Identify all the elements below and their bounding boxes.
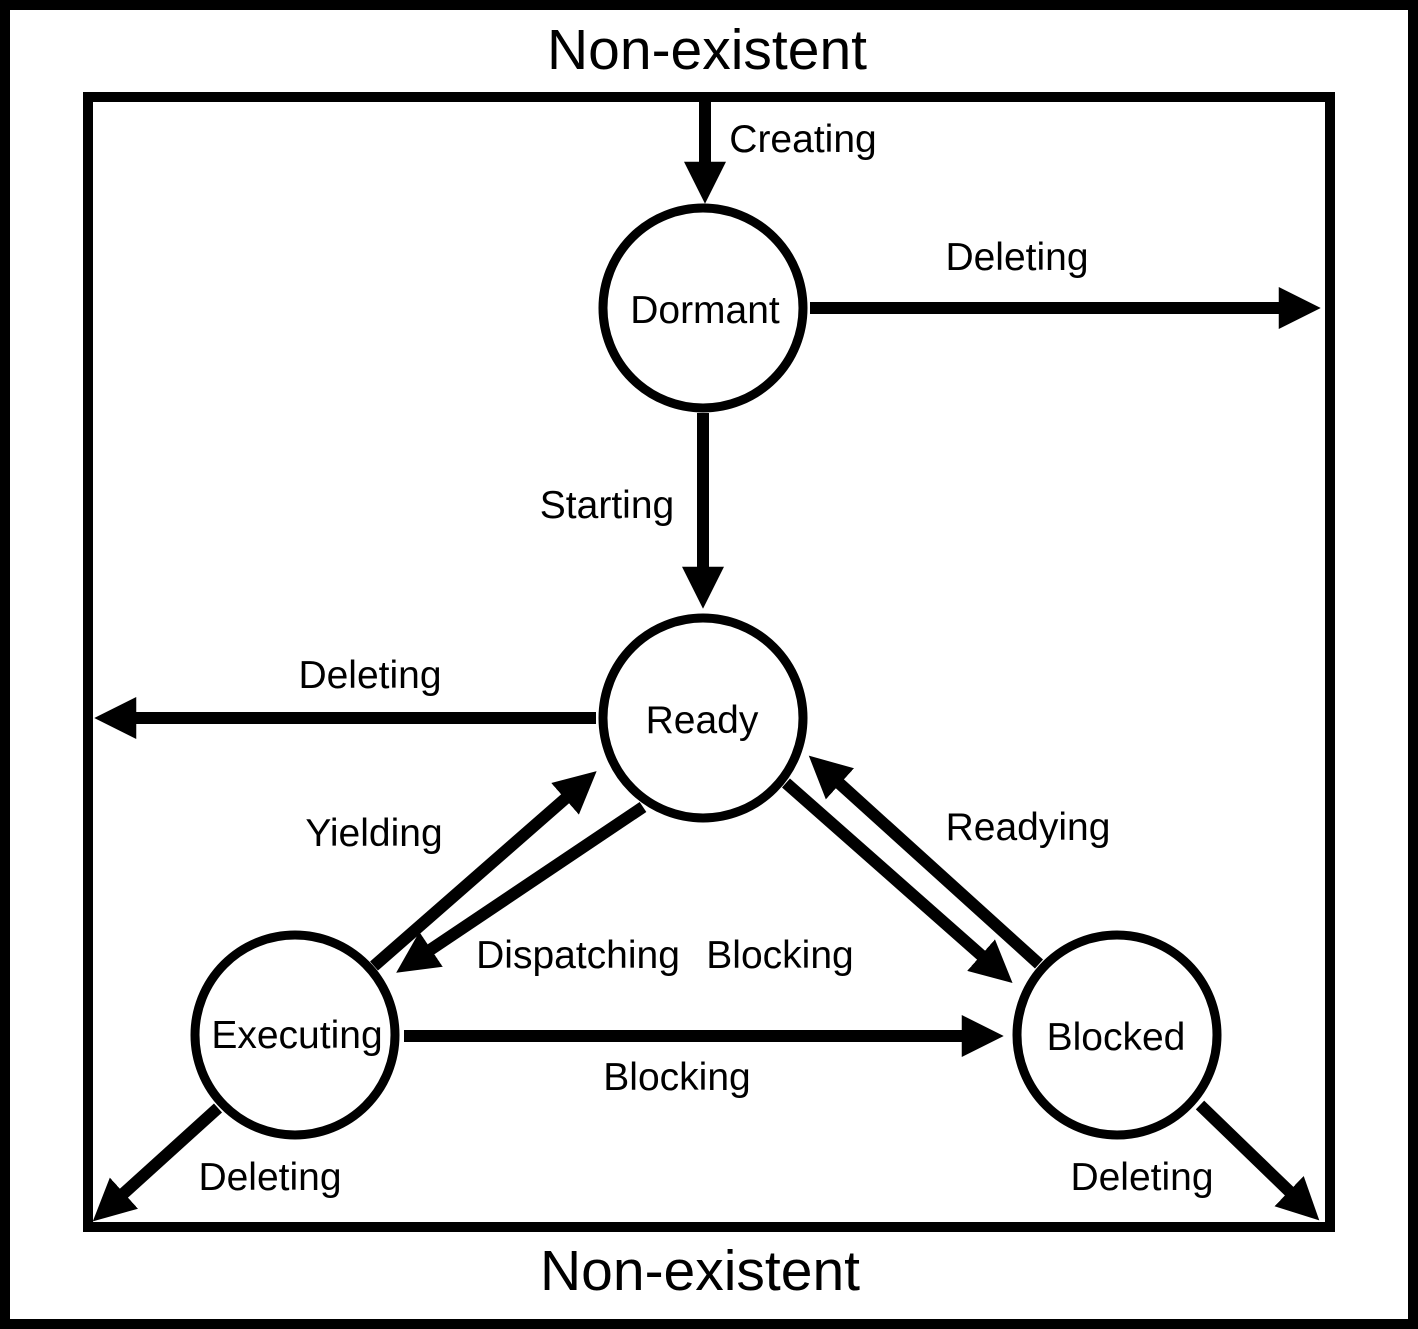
state-dormant-circle	[598, 203, 808, 413]
deleting-from-executing-label: Deleting	[198, 1156, 341, 1199]
deleting-from-ready-label: Deleting	[298, 654, 441, 697]
creating-label: Creating	[729, 118, 876, 161]
inner-boundary	[83, 92, 1335, 1232]
deleting-from-blocked-arrow	[1195, 1100, 1320, 1221]
deleting-from-blocked-label: Deleting	[1070, 1156, 1213, 1199]
state-blocked-circle	[1012, 930, 1222, 1140]
yielding-label: Yielding	[305, 812, 442, 855]
state-executing-circle	[190, 930, 400, 1140]
blocking-executing-to-blocked-label: Blocking	[603, 1056, 750, 1099]
deleting-from-executing-arrow	[92, 1103, 223, 1222]
blocking-ready-to-blocked-arrow	[782, 778, 1013, 983]
blocking-ready-to-blocked-label: Blocking	[706, 934, 853, 977]
state-executing-label: Executing	[211, 1014, 382, 1057]
state-dormant-label: Dormant	[630, 289, 780, 332]
dispatching-label: Dispatching	[476, 934, 680, 977]
state-ready-label: Ready	[646, 699, 759, 742]
state-blocked-label: Blocked	[1047, 1016, 1186, 1059]
dispatching-arrow	[396, 802, 647, 973]
starting-label: Starting	[540, 484, 674, 527]
readying-label: Readying	[946, 806, 1111, 849]
non-existent-bottom-label: Non-existent	[540, 1239, 860, 1303]
readying-arrow	[808, 755, 1044, 969]
deleting-from-dormant-label: Deleting	[945, 236, 1088, 279]
state-ready-circle	[598, 613, 808, 823]
non-existent-top-label: Non-existent	[547, 18, 867, 82]
